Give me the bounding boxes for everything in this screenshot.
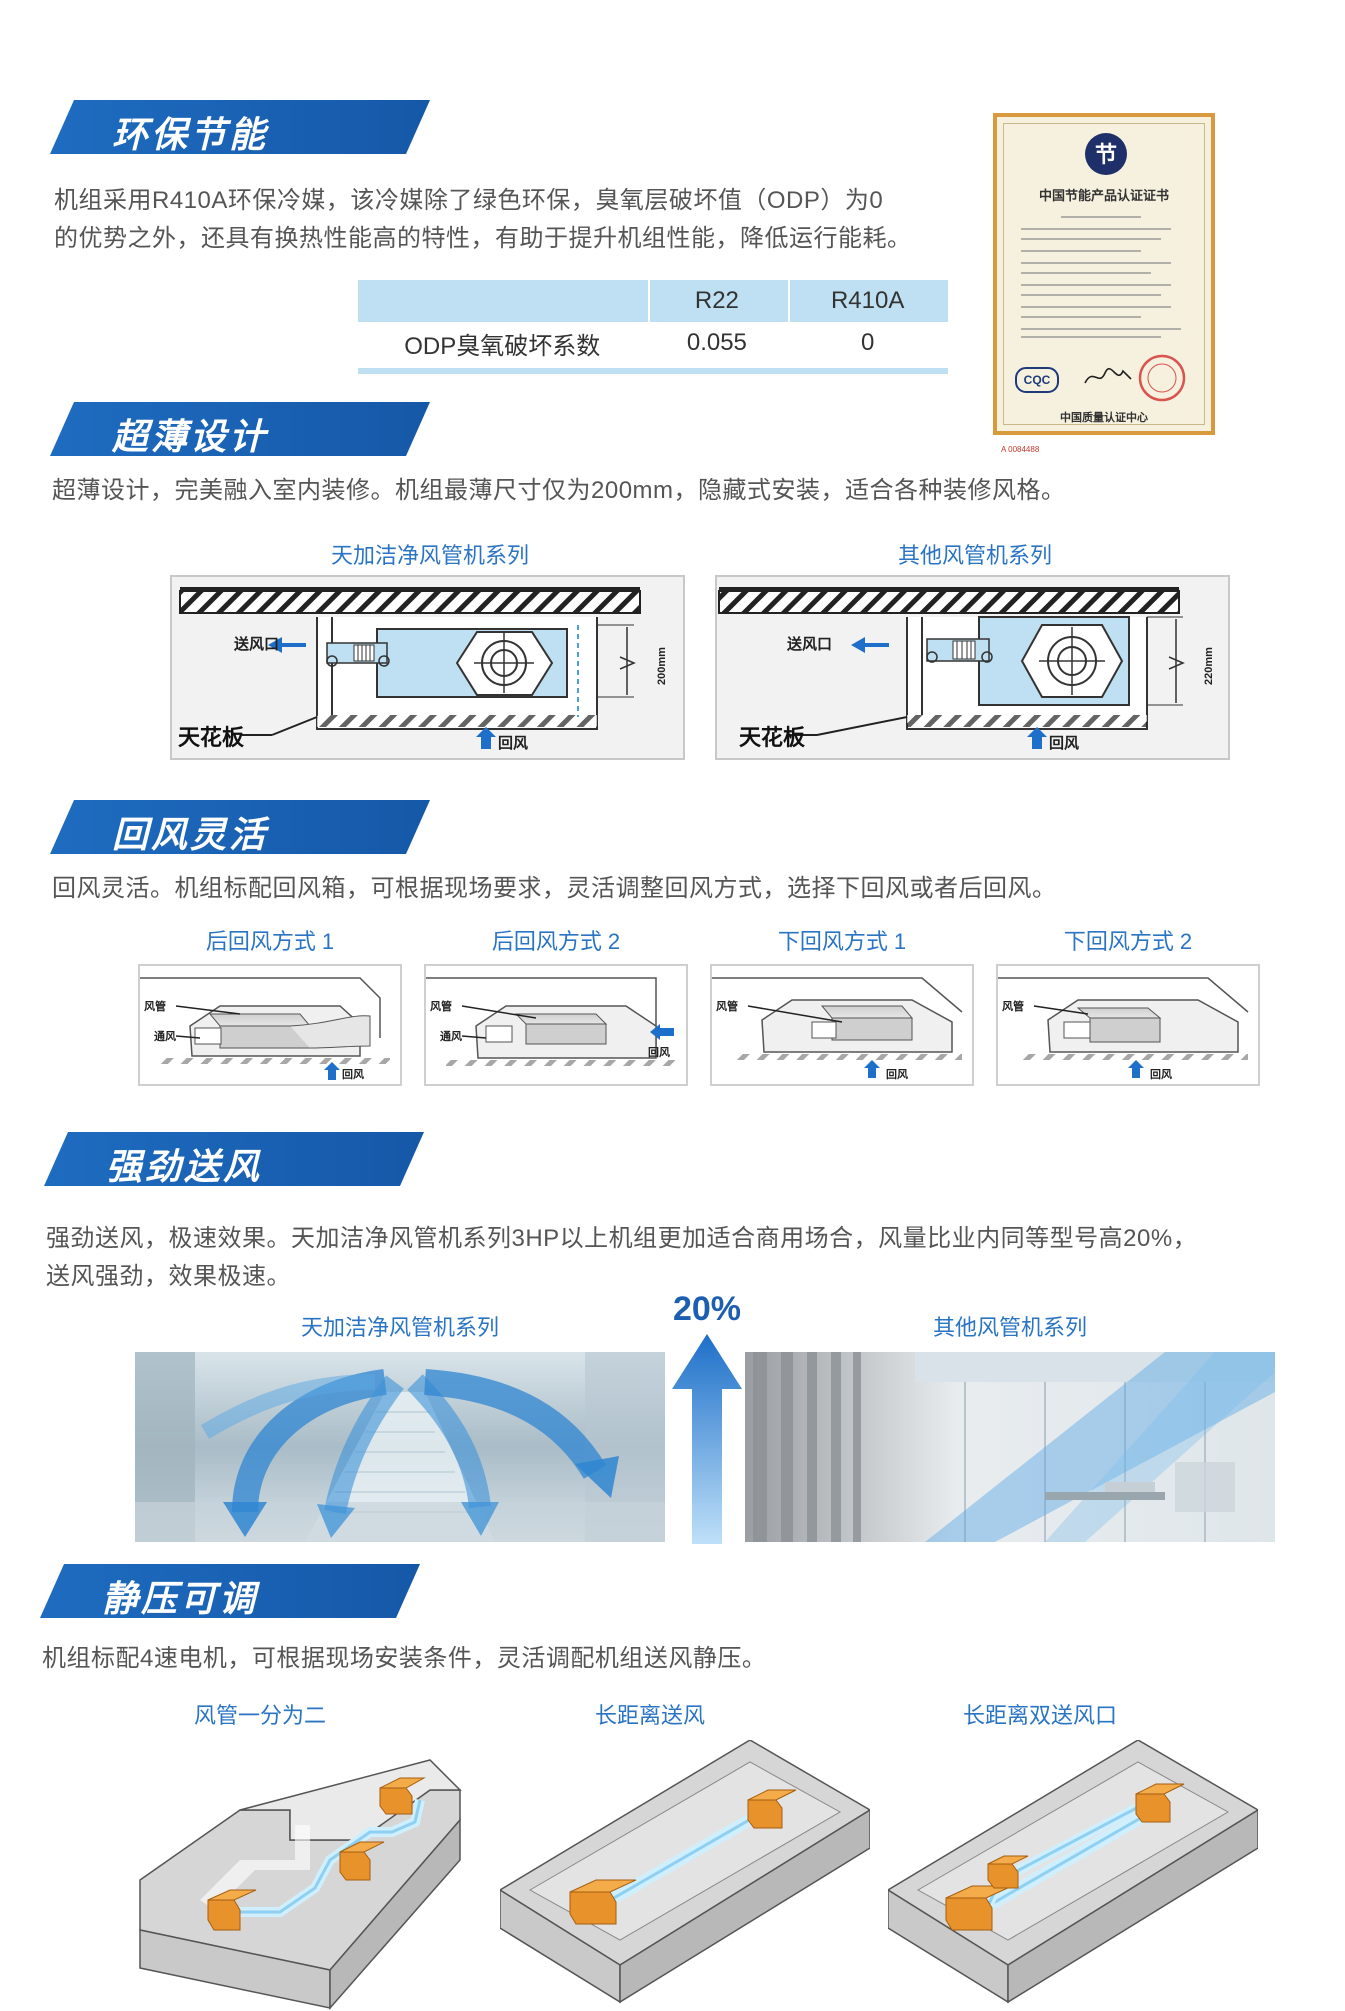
return-air-label: 回风 (1150, 1069, 1172, 1081)
return-mode-diagram: 风管 回风 (996, 964, 1260, 1086)
table-cell: 0 (860, 329, 875, 356)
slim-diagram-other: 送风口 天花板 回风 220mm (715, 575, 1230, 760)
return-mode-diagram: 风管 回风 (710, 964, 974, 1086)
cert-serial: A 0084488 (1001, 445, 1040, 454)
section-paragraph: 回风灵活。机组标配回风箱，可根据现场要求，灵活调整回风方式，选择下回风或者后回风… (52, 875, 1057, 902)
mode-drawing (140, 977, 390, 1080)
section-title: 超薄设计 (112, 417, 269, 458)
return-air-label: 回风 (886, 1069, 908, 1081)
duct-label: 风管 (430, 1001, 452, 1013)
vent-label: 通风 (440, 1031, 462, 1043)
return-mode-diagram: 风管 通风 回风 (424, 964, 688, 1086)
section-title: 回风灵活 (112, 815, 269, 856)
red-seal-icon (1138, 354, 1186, 402)
section-banner-airflow: 强劲送风 (44, 1132, 424, 1188)
duct-label: 风管 (144, 1001, 166, 1013)
section-title: 强劲送风 (106, 1147, 263, 1188)
return-mode-diagram: 风管 通风 回风 (138, 964, 402, 1086)
banner-shape (50, 402, 430, 456)
other-airflow-photo (745, 1352, 1275, 1542)
mode-drawing (426, 977, 676, 1066)
ceiling-label: 天花板 (178, 725, 245, 750)
mode-drawing (998, 977, 1249, 1078)
layout-caption: 长距离送风 (594, 1703, 705, 1728)
split-duct-drawing (139, 1759, 462, 2010)
diagram-caption: 其他风管机系列 (897, 543, 1052, 568)
vent-label: 通风 (154, 1031, 176, 1043)
cqc-logo: CQC (1015, 367, 1059, 393)
diagram-caption: 天加洁净风管机系列 (330, 543, 529, 568)
table-header-cell (358, 280, 646, 322)
supply-outlet-label: 送风口 (787, 636, 833, 653)
cert-issuer: 中国质量认证中心 (1060, 412, 1148, 424)
table-cell: 0.055 (686, 329, 747, 356)
section-banner-static-pressure: 静压可调 (40, 1564, 420, 1620)
photo-caption-right: 其他风管机系列 (932, 1315, 1087, 1340)
up-arrow-icon (672, 1334, 742, 1544)
dimension-label: 220mm (1203, 647, 1215, 685)
photo-caption-left: 天加洁净风管机系列 (300, 1315, 499, 1340)
banner-shape (50, 800, 430, 854)
section-banner-slim: 超薄设计 (50, 402, 430, 458)
section-title: 静压可调 (102, 1579, 259, 1620)
percent-label: 20% (672, 1290, 742, 1328)
ceiling-section-drawing (717, 577, 1228, 758)
section-paragraph: 超薄设计，完美融入室内装修。机组最薄尺寸仅为200mm，隐藏式安装，适合各种装修… (52, 477, 1066, 504)
ceiling-label: 天花板 (739, 725, 806, 750)
slim-diagram-tica: 送风口 天花板 回风 200mm (170, 575, 685, 760)
long-distance-drawing (500, 1740, 870, 2004)
return-air-label: 回风 (498, 735, 529, 752)
return-air-label: 回风 (1049, 735, 1080, 752)
dimension-label: 200mm (656, 647, 668, 685)
cert-emblem-icon: 节 (1085, 133, 1127, 175)
airflow-illustration (135, 1352, 665, 1542)
return-air-label: 回风 (342, 1069, 364, 1081)
section-banner-eco: 环保节能 (50, 100, 430, 156)
table-cell: ODP臭氧破坏系数 (404, 332, 601, 360)
banner-shape (40, 1564, 420, 1618)
banner-shape (44, 1132, 424, 1186)
layout-caption: 风管一分为二 (193, 1703, 326, 1728)
tica-airflow-photo (135, 1352, 665, 1542)
layout-caption: 长距离双送风口 (962, 1703, 1117, 1728)
table-header-cell: R410A (830, 287, 905, 314)
double-outlet-drawing (888, 1740, 1258, 2004)
mode-caption: 后回风方式 1 (205, 929, 335, 954)
mode-caption: 后回风方式 2 (491, 929, 621, 954)
mode-drawing (712, 977, 963, 1078)
duct-label: 风管 (716, 1001, 738, 1013)
svg-text:节: 节 (1095, 143, 1117, 168)
banner-shape (50, 100, 430, 154)
cert-title: 中国节能产品认证证书 (1038, 188, 1169, 203)
supply-outlet-label: 送风口 (234, 636, 280, 653)
mode-caption: 下回风方式 1 (777, 929, 907, 954)
section-paragraph: 机组标配4速电机，可根据现场安装条件，灵活调配机组送风静压。 (42, 1645, 767, 1672)
ceiling-section-drawing (172, 577, 683, 758)
certificate-image: 节 中国节能产品认证证书 CQC 中国质量认证中心 A 0084488 (993, 113, 1215, 454)
section-banner-return-air: 回风灵活 (50, 800, 430, 856)
return-air-label: 回风 (648, 1047, 670, 1059)
table-row: ODP臭氧破坏系数 0.055 0 (358, 322, 948, 364)
mode-caption: 下回风方式 2 (1063, 929, 1193, 954)
airflow-illustration (745, 1352, 1275, 1542)
table-header-cell: R22 (694, 287, 739, 314)
signature-icon (1084, 367, 1132, 384)
section-title: 环保节能 (112, 115, 269, 156)
cert-body-lines (1021, 216, 1181, 338)
section-paragraph: 强劲送风，极速效果。天加洁净风管机系列3HP以上机组更加适合商用场合，风量比业内… (46, 1225, 1198, 1290)
section-paragraph: 机组采用R410A环保冷媒，该冷媒除了绿色环保，臭氧层破坏值（ODP）为0 的优… (54, 187, 912, 252)
duct-label: 风管 (1002, 1001, 1024, 1013)
